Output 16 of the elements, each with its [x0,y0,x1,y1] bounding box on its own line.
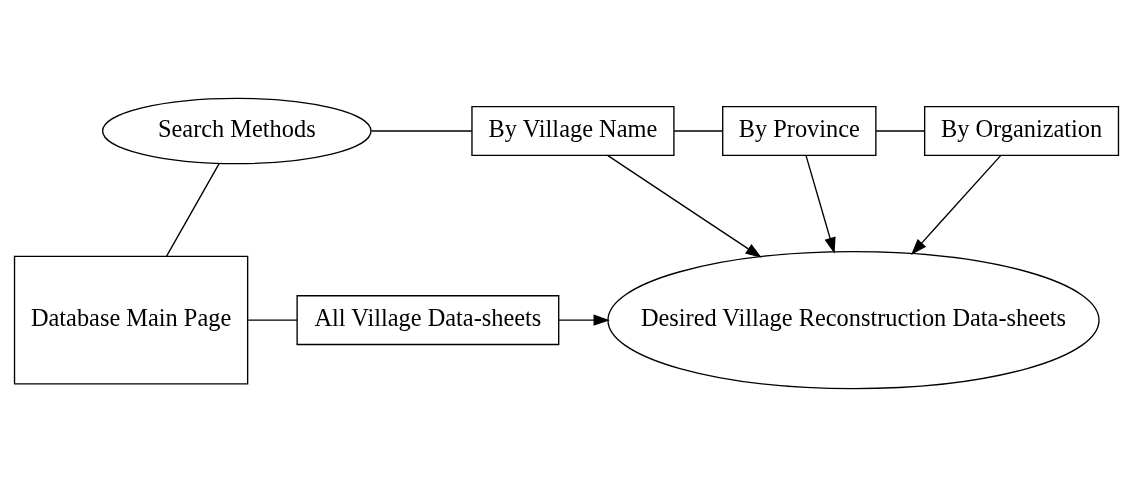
node-box: Database Main Page [13,255,249,384]
arrow [910,154,1002,255]
arrow [805,154,836,254]
node-ellipse: Search Methods [101,97,372,164]
node-box: By Organization [924,105,1120,156]
node-box: By Village Name [471,105,675,156]
connector [875,129,926,132]
node-box: All Village Data-sheets [296,294,560,345]
connector [165,162,220,257]
arrow [607,154,762,258]
arrow [558,313,610,326]
connector [673,129,724,132]
connector [370,129,473,132]
node-box: By Province [722,105,877,156]
connector [247,318,298,321]
node-ellipse: Desired Village Reconstruction Data-sheets [607,250,1100,389]
